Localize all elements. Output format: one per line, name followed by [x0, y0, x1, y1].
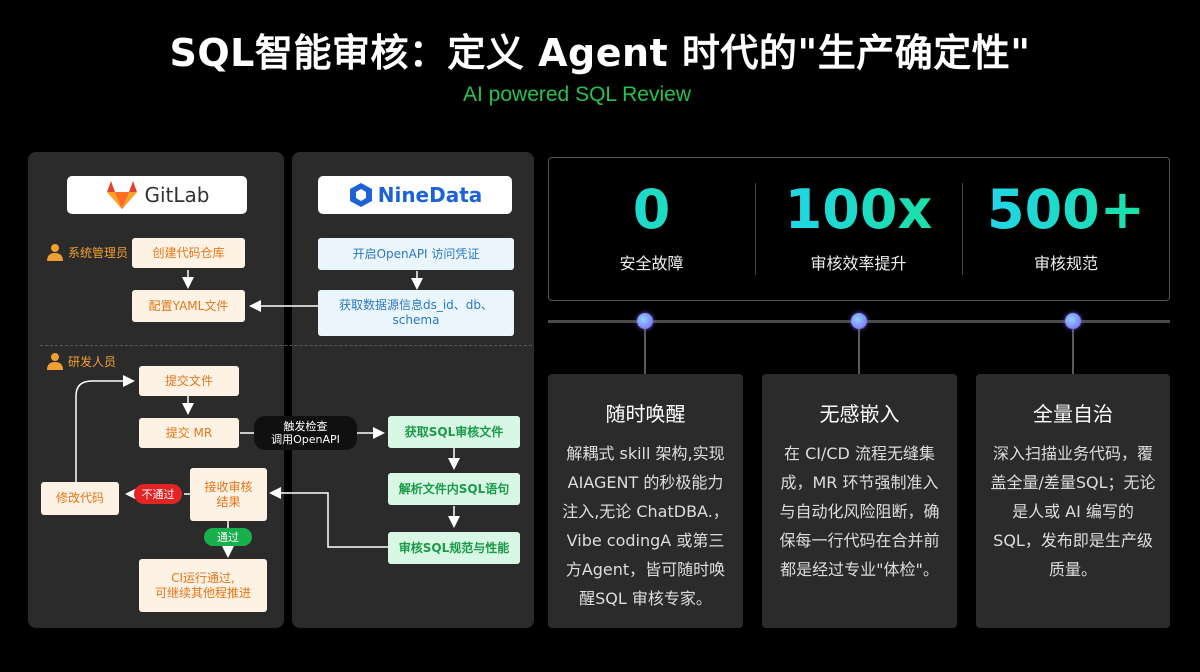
card-title: 全量自治	[1033, 402, 1113, 426]
card-body: 在 CI/CD 流程无缝集成，MR 环节强制准入与自动化风险阻断，确保每一行代码…	[779, 444, 940, 579]
timeline-stem	[1072, 328, 1074, 374]
feature-card-autonomy: 全量自治 深入扫描业务代码，覆盖全量/差量SQL；无论是人或 AI 编写的 SQ…	[976, 374, 1170, 628]
stat-value: 500+	[962, 180, 1170, 240]
feature-card-embed: 无感嵌入 在 CI/CD 流程无缝集成，MR 环节强制准入与自动化风险阻断，确保…	[762, 374, 957, 628]
timeline-stem	[858, 328, 860, 374]
step-open-api: 开启OpenAPI 访问凭证	[318, 238, 514, 270]
arrow-modify-to-file	[75, 375, 135, 482]
timeline-stem	[644, 328, 646, 374]
role-developer: 研发人员	[46, 352, 116, 370]
stat-label: 安全故障	[619, 254, 684, 273]
stat-value: 100x	[755, 180, 962, 240]
ninedata-logo-text: NineData	[377, 183, 483, 207]
stats-divider	[755, 183, 756, 275]
step-ci-pass: CI运行通过, 可继续其他程推进	[139, 559, 267, 612]
ninedata-hex-icon	[349, 183, 372, 207]
step-parse-sql: 解析文件内SQL语句	[388, 473, 520, 505]
role-admin: 系统管理员	[46, 243, 128, 261]
stat-safety: 0 安全故障	[548, 180, 755, 274]
step-modify-code: 修改代码	[41, 482, 119, 515]
page-subtitle: AI powered SQL Review	[463, 83, 691, 106]
step-receive-result: 接收审核 结果	[190, 468, 267, 521]
person-icon	[47, 244, 63, 261]
timeline-dot	[637, 313, 653, 329]
step-get-ds-info: 获取数据源信息ds_id、db、 schema	[318, 290, 514, 336]
timeline-dot	[1065, 313, 1081, 329]
card-body: 深入扫描业务代码，覆盖全量/差量SQL；无论是人或 AI 编写的 SQL，发布即…	[990, 444, 1156, 579]
stat-value: 0	[548, 180, 755, 240]
person-icon	[47, 353, 63, 370]
fail-pill: 不通过	[134, 484, 182, 504]
feature-card-wake: 随时唤醒 解耦式 skill 架构,实现 AIAGENT 的秒极能力注入,无论 …	[548, 374, 743, 628]
step-get-sql-file: 获取SQL审核文件	[388, 416, 520, 448]
gitlab-logo-text: GitLab	[144, 183, 210, 207]
trigger-check-pill: 触发检查 调用OpenAPI	[254, 416, 357, 450]
gitlab-fox-icon	[106, 181, 137, 209]
stats-panel	[548, 157, 1170, 301]
stats-divider	[962, 183, 963, 275]
gitlab-logo: GitLab	[67, 176, 247, 214]
stat-rules: 500+ 审核规范	[962, 180, 1170, 274]
role-admin-label: 系统管理员	[68, 245, 129, 260]
card-title: 无感嵌入	[819, 402, 900, 426]
step-review-sql: 审核SQL规范与性能	[388, 532, 520, 564]
card-title: 随时唤醒	[605, 402, 686, 426]
ninedata-logo: NineData	[318, 176, 512, 214]
role-separator	[40, 345, 532, 346]
arrow-review-to-result	[269, 487, 388, 548]
page-title: SQL智能审核：定义 Agent 时代的"生产确定性"	[169, 31, 1031, 75]
card-body: 解耦式 skill 架构,实现 AIAGENT 的秒极能力注入,无论 ChatD…	[562, 444, 729, 608]
timeline-dot	[851, 313, 867, 329]
step-config-yaml: 配置YAML文件	[132, 290, 245, 322]
stat-label: 审核规范	[1033, 254, 1098, 273]
role-developer-label: 研发人员	[68, 354, 117, 369]
step-create-repo: 创建代码仓库	[132, 238, 245, 268]
stat-label: 审核效率提升	[810, 254, 907, 273]
step-submit-file: 提交文件	[139, 366, 239, 396]
stat-efficiency: 100x 审核效率提升	[755, 180, 962, 274]
pass-pill: 通过	[204, 528, 252, 546]
step-submit-mr: 提交 MR	[139, 418, 239, 448]
